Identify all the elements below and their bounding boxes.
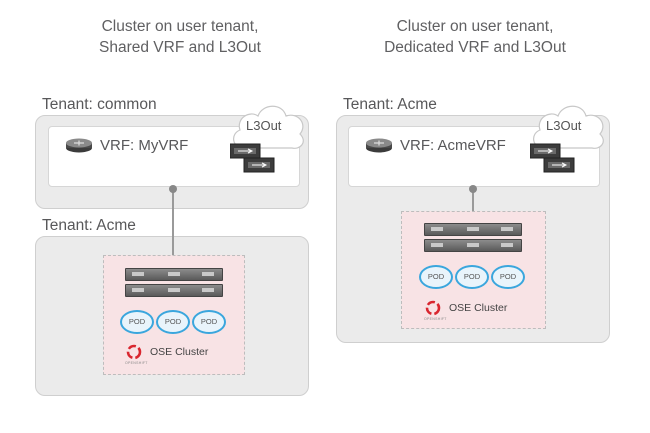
right-connector-dot [469,185,477,193]
right-openshift-sublabel: OPENSHIFT [424,317,447,321]
left-title-line2: Shared VRF and L3Out [99,39,261,56]
right-title: Cluster on user tenant, Dedicated VRF an… [370,16,580,58]
pod: POD [192,310,226,334]
switch-icon [530,143,575,173]
right-title-line1: Cluster on user tenant, [396,18,554,35]
server-icon [424,239,522,252]
server-icon [125,268,223,281]
server-icon [125,284,223,297]
left-title-line1: Cluster on user tenant, [101,18,259,35]
pod: POD [120,310,154,334]
left-outer-tenant-label: Tenant: common [42,96,157,113]
router-icon [366,138,392,153]
left-l3out-label: L3Out [246,118,282,133]
left-openshift-sublabel: OPENSHIFT [125,361,148,365]
router-icon [66,138,92,153]
openshift-icon [126,344,142,360]
openshift-icon [425,300,441,316]
right-connector [472,189,474,211]
right-title-line2: Dedicated VRF and L3Out [384,39,566,56]
server-icon [424,223,522,236]
right-tenant-label: Tenant: Acme [343,96,437,113]
right-l3out-label: L3Out [546,118,582,133]
left-title: Cluster on user tenant, Shared VRF and L… [80,16,280,58]
right-vrf-label: VRF: AcmeVRF [400,137,506,154]
cloud-icon [533,105,604,149]
left-ose-cluster-label: OSE Cluster [150,346,209,358]
left-inner-tenant-label: Tenant: Acme [42,217,136,234]
pod: POD [491,265,525,289]
left-connector-dot [169,185,177,193]
left-connector [172,189,174,257]
switch-icon [230,143,275,173]
pod: POD [156,310,190,334]
pod: POD [419,265,453,289]
pod: POD [455,265,489,289]
left-vrf-label: VRF: MyVRF [100,137,189,154]
cloud-icon [233,105,304,149]
right-ose-cluster-label: OSE Cluster [449,302,508,314]
